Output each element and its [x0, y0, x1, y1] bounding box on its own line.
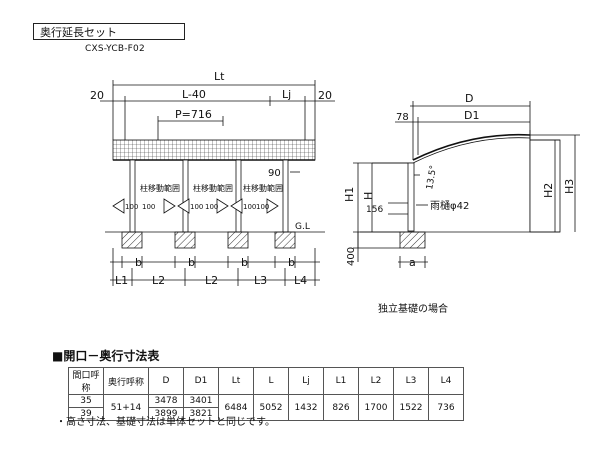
table-cell: 3478	[148, 394, 184, 408]
angle-label: 13.5°	[425, 165, 439, 191]
header-cell: L	[253, 367, 289, 395]
header-cell: 奥行呼称	[103, 367, 149, 395]
h1-label: H1	[343, 187, 356, 202]
table-cell: 3821	[183, 407, 219, 421]
header-cell: Lj	[288, 367, 324, 395]
dim-156-label: 156	[366, 205, 383, 215]
header-cell: L2	[358, 367, 394, 395]
l1-label: L1	[115, 274, 128, 287]
table-cell: 736	[428, 394, 464, 421]
b-label-4: b	[288, 256, 295, 269]
h2-label: H2	[542, 183, 555, 198]
table-cell: 35	[68, 394, 104, 408]
arrow-100-3: 100	[190, 203, 203, 211]
set-title: 奥行延長セット	[33, 23, 185, 40]
front-view	[100, 80, 335, 286]
header-cell: D	[148, 367, 184, 395]
gutter-label: 雨樋φ42	[430, 199, 469, 212]
l2-label-1: L2	[152, 274, 165, 287]
model-number: CXS-YCB-F02	[85, 44, 145, 54]
side-caption: 独立基礎の場合	[378, 302, 448, 315]
range-label-1: 柱移動範囲	[140, 183, 180, 193]
arrow-100-2: 100	[142, 203, 155, 211]
table-cell: 826	[323, 394, 359, 421]
gl-label: G.L	[295, 222, 310, 232]
d1-label: D1	[464, 109, 479, 122]
footnote: ・高さ寸法、基礎寸法は単体セットと同じです。	[56, 417, 275, 428]
table-cell: 6484	[218, 394, 254, 421]
table-cell: 5052	[253, 394, 289, 421]
arrow-100-1: 100	[125, 203, 138, 211]
header-cell: L1	[323, 367, 359, 395]
dim-78-label: 78	[396, 112, 409, 123]
table-row: 35 51+14 3478 3401 6484 5052 1432 826 17…	[68, 394, 464, 421]
table-header-row: 間口呼称 奥行呼称 D D1 Lt L Lj L1 L2 L3 L4	[68, 367, 464, 395]
arrow-100-5: 100	[243, 203, 256, 211]
table-cell: 39	[68, 407, 104, 421]
pitch-label: P=716	[175, 108, 212, 121]
b-label-3: b	[241, 256, 248, 269]
b-label-1: b	[135, 256, 142, 269]
range-label-3: 柱移動範囲	[243, 183, 283, 193]
l2-label-2: L2	[205, 274, 218, 287]
header-cell: 間口呼称	[68, 367, 104, 395]
d-label: D	[465, 92, 473, 105]
table-row: 39 3899 3821	[68, 407, 464, 421]
dim-400-label: 400	[346, 247, 357, 266]
table-title: ■開口－奥行寸法表	[52, 349, 160, 363]
right-20-label: 20	[318, 89, 332, 102]
arrow-100-4: 100	[205, 203, 218, 211]
table-cell: 51+14	[103, 394, 149, 421]
h3-label: H3	[563, 179, 576, 194]
lt-label: Lt	[214, 70, 225, 83]
header-cell: D1	[183, 367, 219, 395]
header-cell: Lt	[218, 367, 254, 395]
b-label-2: b	[188, 256, 195, 269]
header-cell: L4	[428, 367, 464, 395]
h-label: H	[362, 192, 375, 200]
range-label-2: 柱移動範囲	[193, 183, 233, 193]
table-cell: 3401	[183, 394, 219, 408]
lj-label: Lj	[282, 88, 291, 101]
table-cell: 1700	[358, 394, 394, 421]
table-cell: 1522	[393, 394, 429, 421]
diagram-svg: Lt 20 L-40 Lj 20 P=716 90 柱移動範囲 柱移動範囲 柱移…	[90, 70, 580, 315]
dim-90-label: 90	[268, 168, 281, 179]
a-label: a	[409, 256, 416, 269]
l3-label: L3	[254, 274, 267, 287]
l40-label: L-40	[182, 88, 206, 101]
l4-label: L4	[294, 274, 307, 287]
side-view	[353, 101, 580, 268]
left-20-label: 20	[90, 89, 104, 102]
arrow-100-6: 100	[256, 203, 269, 211]
table-cell: 1432	[288, 394, 324, 421]
dimension-table: 間口呼称 奥行呼称 D D1 Lt L Lj L1 L2 L3 L4 35 51…	[68, 367, 464, 421]
header-cell: L3	[393, 367, 429, 395]
